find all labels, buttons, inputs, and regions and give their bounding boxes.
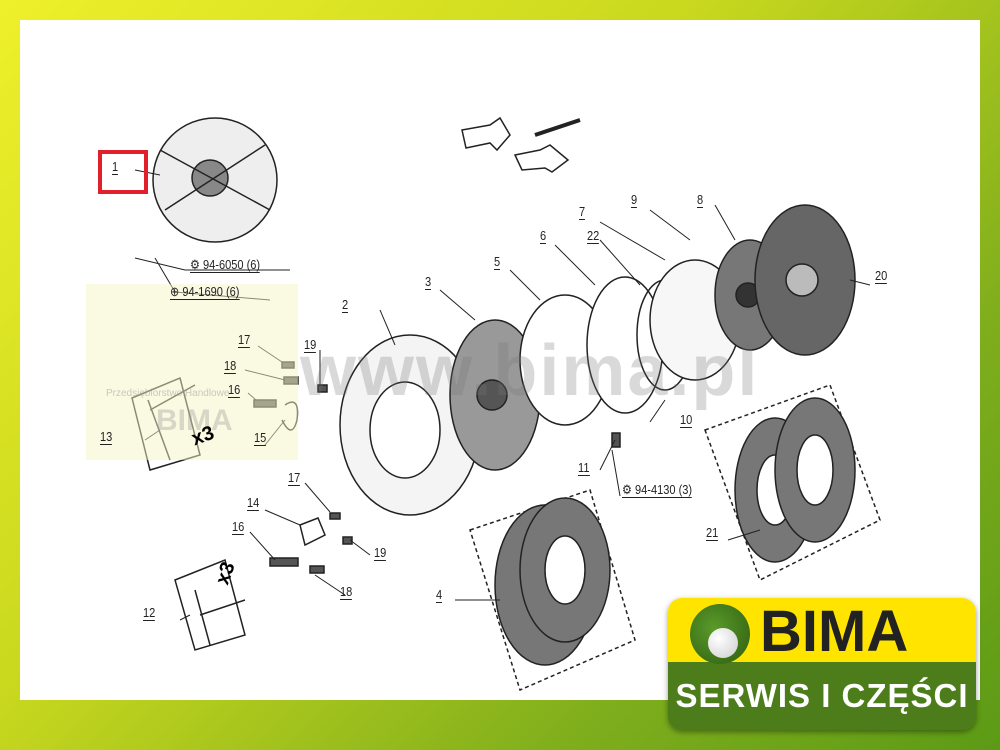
callout-1: 1 <box>112 159 119 175</box>
callout-21: 21 <box>706 525 719 541</box>
direction-arrows <box>461 116 581 173</box>
callout-8: 8 <box>697 192 704 208</box>
logo-tagline: SERWIS I CZĘŚCI <box>668 662 976 730</box>
callout-11: 11 <box>578 460 590 476</box>
part-12-lever-set <box>174 558 246 651</box>
callout-19: 19 <box>304 337 317 353</box>
callout-5: 5 <box>494 254 501 270</box>
callout-2: 2 <box>342 297 349 313</box>
callout-17: 17 <box>238 332 251 348</box>
part-2-housing <box>339 334 481 516</box>
part-ref-94-1690: ⊕ 94-1690 (6) <box>170 284 240 300</box>
logo-pearl-icon <box>708 628 738 658</box>
part-ref-94-6050: ⚙ 94-6050 (6) <box>190 257 261 273</box>
callout-20: 20 <box>875 268 888 284</box>
bima-logo: BIMA SERWIS I CZĘŚCI <box>668 598 976 730</box>
callout-13: 13 <box>100 429 113 445</box>
callout-6: 6 <box>540 228 547 244</box>
callout-15: 15 <box>254 430 267 446</box>
watermark-box: Przedsiębiorstwo Handlowe BIMA <box>86 284 298 460</box>
callout-18: 18 <box>340 584 353 600</box>
callout-10: 10 <box>680 412 693 428</box>
callout-19: 19 <box>374 545 387 561</box>
logo-name: BIMA <box>760 599 909 664</box>
part-1-clutch-assembly <box>152 117 278 243</box>
callout-16: 16 <box>232 519 245 535</box>
callout-4: 4 <box>436 587 443 603</box>
callout-14: 14 <box>247 495 260 511</box>
part-14-spring <box>299 517 326 547</box>
watermark-brand: BIMA <box>156 404 233 437</box>
callout-7: 7 <box>579 204 586 220</box>
part-3-disc <box>449 319 541 471</box>
part-ref-94-4130: ⚙ 94-4130 (3) <box>622 482 693 498</box>
watermark-company: Przedsiębiorstwo Handlowe <box>106 388 230 399</box>
callout-9: 9 <box>631 192 638 208</box>
callout-3: 3 <box>425 274 432 290</box>
callout-18: 18 <box>224 358 237 374</box>
callout-22: 22 <box>587 228 600 244</box>
callout-17: 17 <box>288 470 301 486</box>
part-21-linings <box>704 384 881 582</box>
callout-12: 12 <box>143 605 156 621</box>
part-20-friction-disc <box>754 204 856 356</box>
part-4-linings <box>469 489 636 692</box>
callout-16: 16 <box>228 382 241 398</box>
watermark-url: www.bima.pl <box>300 331 760 411</box>
highlight-box <box>98 150 148 194</box>
